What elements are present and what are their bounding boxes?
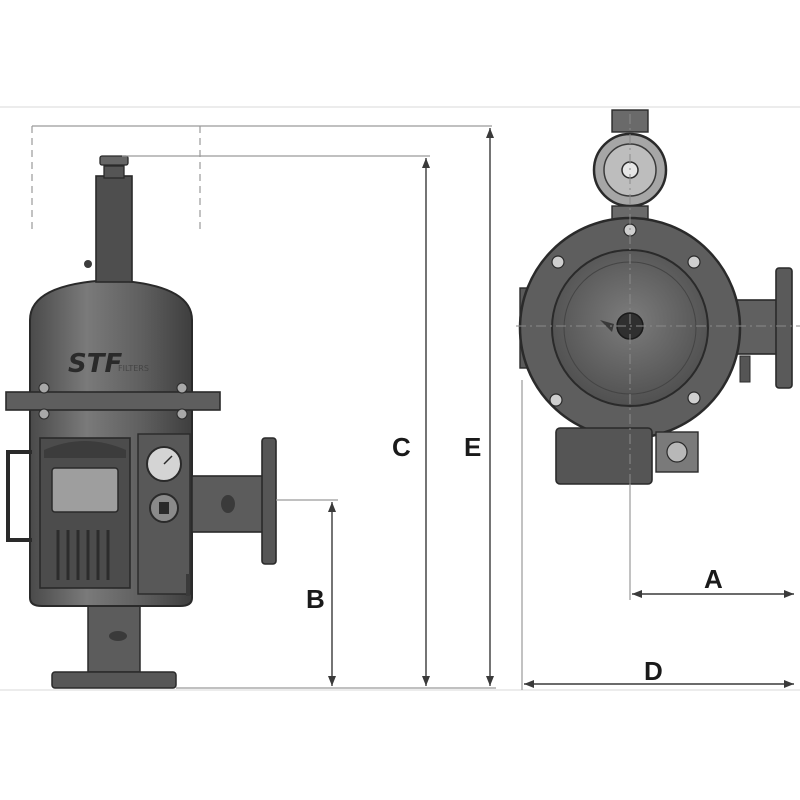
handle (6, 450, 32, 542)
dimension-b-label: B (306, 584, 325, 614)
control-box (555, 427, 653, 485)
base-flange (51, 671, 177, 689)
clamp-plate (5, 391, 221, 411)
dimension-c-label: C (392, 432, 411, 462)
brand-logo-subtext: FILTERS (118, 364, 149, 373)
side-outlet-flange (261, 437, 277, 565)
actuator-cap (99, 155, 129, 166)
controller-display (51, 467, 119, 513)
brand-logo: STF (68, 349, 122, 379)
side-view: STF FILTERS (5, 125, 492, 689)
actuator-housing (95, 175, 133, 283)
dimension-a-label: A (704, 564, 723, 594)
dimension-d-label: D (644, 656, 663, 686)
vent-valve-icon (84, 260, 92, 268)
dimension-e-label: E (464, 432, 481, 462)
drain-valve-icon (109, 631, 127, 641)
top-view (516, 109, 800, 485)
side-dimensions: B C E (122, 128, 496, 689)
top-dimensions: A D (521, 380, 794, 690)
panel-vent-grille (56, 530, 110, 580)
control-panel (39, 437, 131, 589)
top-side-outlet-flange (775, 267, 793, 389)
